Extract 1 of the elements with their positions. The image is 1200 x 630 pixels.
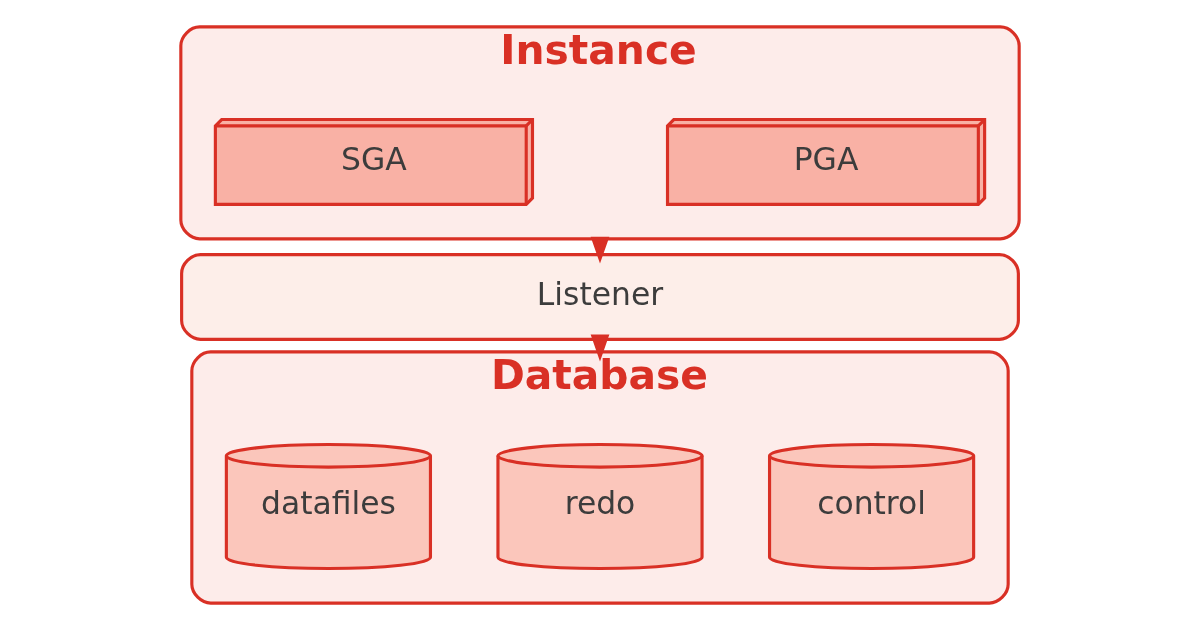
arrow <box>590 334 610 362</box>
